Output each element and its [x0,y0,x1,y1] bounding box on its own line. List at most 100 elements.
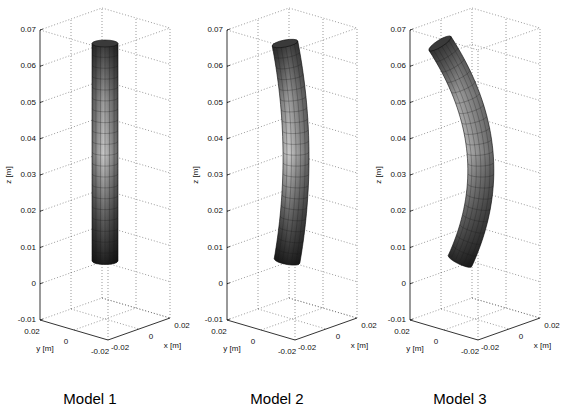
mesh-line [444,41,486,263]
mesh-ring [280,216,306,221]
tick-label: -0.02 [481,344,499,352]
tick-label: 0.02 [394,328,410,336]
tick-mark [227,174,230,175]
tube-shade [429,37,494,268]
tick-mark [227,102,230,103]
mesh-ring [92,185,118,188]
tick-mark [410,102,413,103]
mesh-ring [459,105,484,114]
tick-mark [40,65,43,66]
tube-cap [272,38,299,50]
tick-label: 0 [32,280,36,288]
mesh-ring [92,218,118,221]
mesh-ring [468,163,494,167]
mesh-ring [451,82,475,93]
grid-line [357,28,358,318]
mesh-ring [466,139,492,144]
tick-label: 0.07 [207,26,223,34]
mesh-ring [465,204,491,210]
mesh-ring [92,261,118,264]
tick-label: 0.06 [390,62,406,70]
tick-label: 0 [149,333,153,341]
axis-label: x [m] [164,342,181,350]
axis-label: z [m] [192,166,200,183]
tick-label: -0.02 [91,348,109,356]
tick-label: 0.03 [207,171,223,179]
mesh-ring [279,227,305,232]
mesh-line [100,44,101,262]
tick-mark [410,174,413,175]
mesh-ring [281,108,307,112]
tick-label: 0.07 [20,26,36,34]
mesh-line [294,42,305,263]
mesh-ring [92,239,118,242]
mesh-ring [468,174,494,177]
tick-label: 0.01 [20,244,36,252]
tick-label: 0 [251,338,255,346]
axis-label: y [m] [406,345,423,353]
mesh-ring [467,184,493,188]
axis-label: x [m] [351,342,368,350]
tick-label: 0 [64,338,68,346]
tick-mark [40,138,43,139]
mesh-ring [92,65,118,68]
mesh-ring [466,194,492,199]
tick-mark [40,174,43,175]
axis-line [108,318,170,340]
mesh-ring [92,109,118,112]
mesh-ring [274,259,300,265]
mesh-ring [278,237,304,242]
mesh-ring [464,128,489,135]
axis-line [227,320,295,340]
mesh-ring [283,141,309,144]
tick-mark [227,138,230,139]
grid-line [227,117,289,139]
mesh-ring [92,152,118,155]
mesh-ring [92,250,118,253]
mesh-line [432,48,471,257]
mesh-ring [447,71,470,83]
mesh-ring [282,195,308,199]
model-caption: Model 3 [433,391,486,406]
axis-label: z [m] [375,166,383,183]
mesh-ring [92,54,118,57]
mesh-ring [92,120,118,123]
mesh-ring [441,59,464,72]
plot-panel [227,8,357,340]
tick-label: 0.02 [544,322,560,330]
tick-label: 0.03 [20,171,36,179]
axis-line [295,318,357,340]
mesh-ring [92,228,118,231]
tick-label: 0.04 [20,135,36,143]
axis-line [410,320,478,340]
mesh-ring [92,174,118,177]
grid-line [258,309,326,329]
mesh-ring [453,245,477,256]
tube-cap [427,34,453,54]
tick-mark [227,210,230,211]
tick-mark [40,247,43,248]
mesh-ring [92,98,118,101]
mesh-ring [457,235,482,244]
mesh-line [114,44,115,262]
mesh-ring [92,141,118,144]
mesh-line [105,44,106,262]
mesh-ring [278,74,304,79]
model-caption: Model 2 [250,391,303,406]
mesh-ring [448,256,472,267]
grid-line [441,309,509,329]
mesh-line [285,44,296,262]
plot-panel [40,8,170,340]
tick-label: 0.04 [207,135,223,143]
grid-line [444,308,506,330]
mesh-ring [283,152,309,155]
tick-label: 0 [402,280,406,288]
mesh-ring [463,214,488,221]
tick-label: 0.01 [390,244,406,252]
tick-label: 0.01 [207,244,223,252]
mesh-line [281,44,292,260]
tube-model [427,34,494,268]
tick-mark [410,65,413,66]
tick-label: -0.02 [461,348,479,356]
